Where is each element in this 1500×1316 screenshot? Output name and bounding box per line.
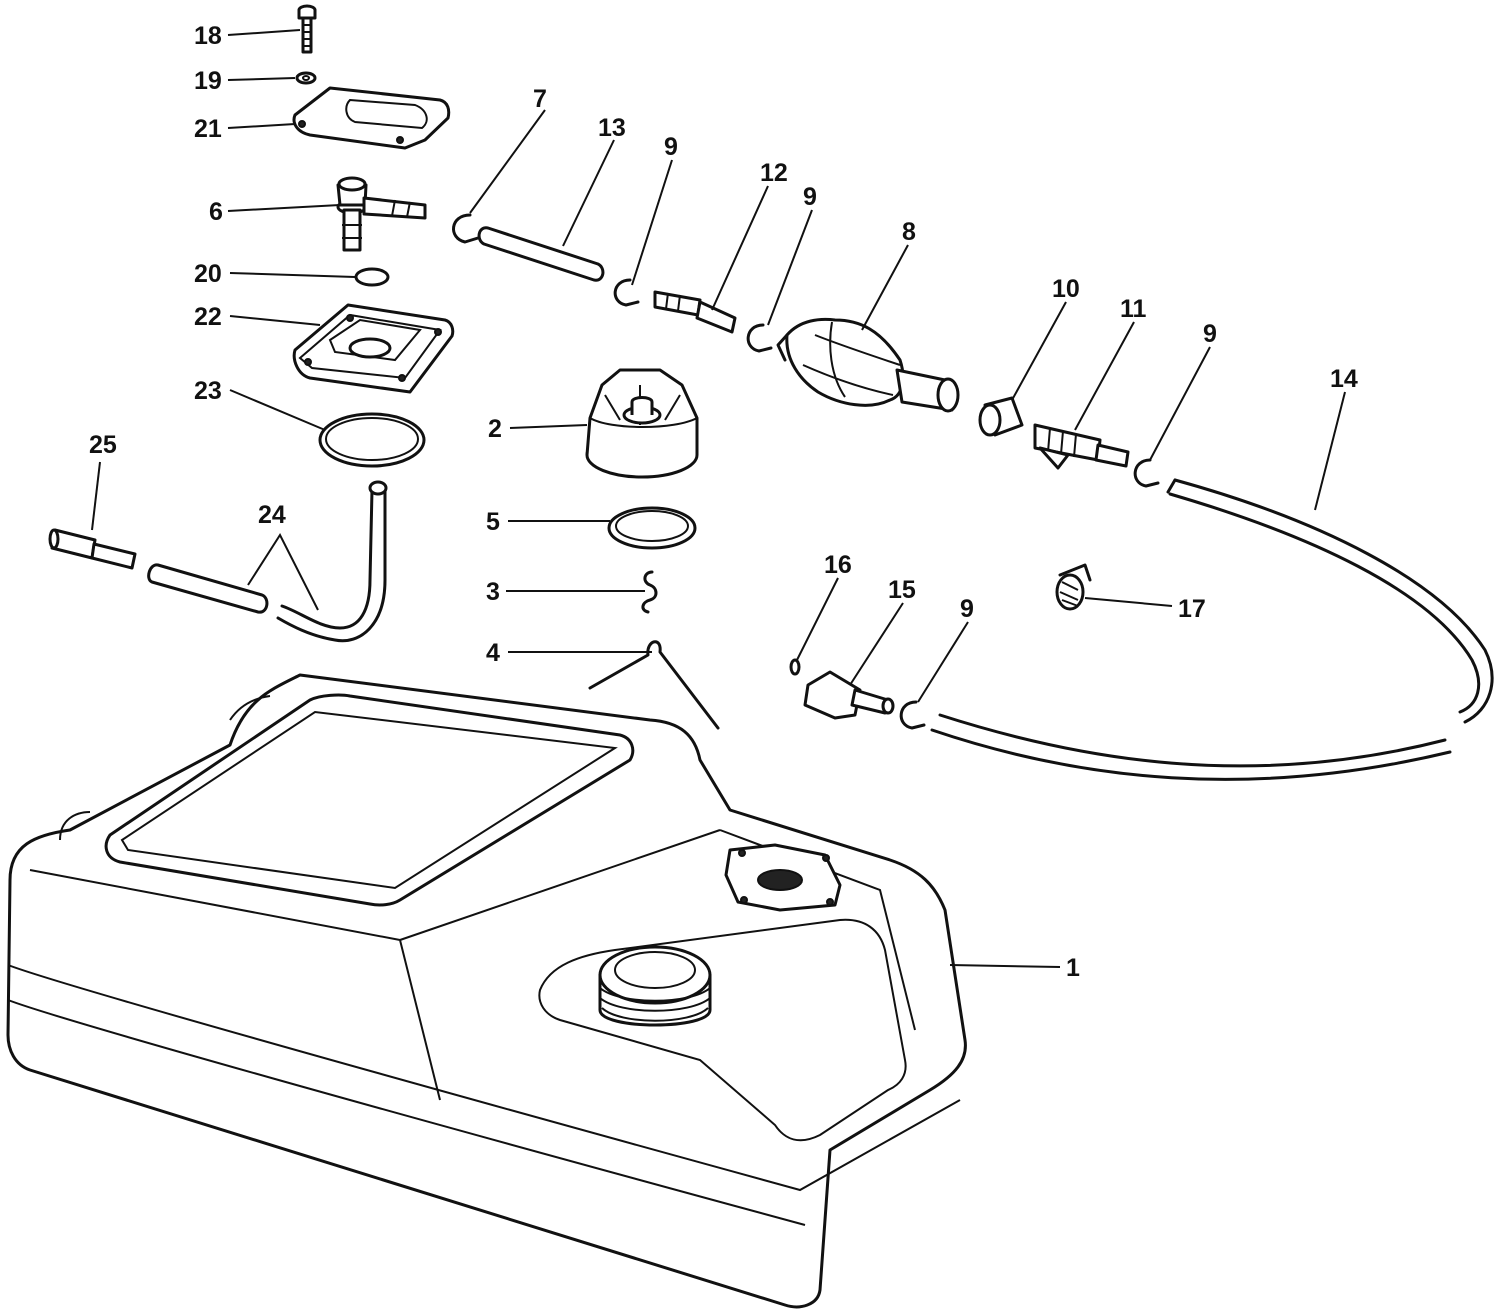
callout-4: 4	[486, 639, 500, 667]
callout-24: 24	[258, 501, 286, 529]
callout-8: 8	[902, 218, 916, 246]
leader-lines	[91, 29, 1346, 968]
pickup-tube	[147, 480, 388, 643]
cap-gasket	[607, 506, 697, 550]
hose-clip-9b	[746, 323, 773, 353]
callout-1: 1	[1066, 954, 1080, 982]
callout-3: 3	[486, 578, 500, 606]
callout-9c: 9	[1203, 320, 1217, 348]
callout-7: 7	[533, 85, 547, 113]
washer	[295, 71, 317, 85]
fuel-hose-long	[1173, 478, 1494, 724]
callout-10: 10	[1052, 275, 1080, 303]
retainer-wire	[588, 640, 720, 730]
screw	[297, 4, 317, 54]
large-o-ring	[318, 412, 426, 468]
callout-13: 13	[598, 114, 626, 142]
callout-16: 16	[824, 551, 852, 579]
callout-20: 20	[194, 260, 222, 288]
callout-15: 15	[888, 576, 916, 604]
callout-14: 14	[1330, 365, 1358, 393]
hose-clip-9a	[613, 278, 640, 307]
primer-bulb	[776, 317, 960, 413]
fuel-connector	[1033, 423, 1130, 470]
callout-25: 25	[89, 431, 117, 459]
callout-9b: 9	[803, 183, 817, 211]
callout-17: 17	[1178, 595, 1206, 623]
hose-clip-9d	[899, 700, 926, 730]
callout-2: 2	[488, 415, 502, 443]
callout-9a: 9	[664, 133, 678, 161]
elbow-fitting	[336, 176, 427, 252]
small-o-ring	[789, 658, 801, 676]
callout-21: 21	[194, 115, 222, 143]
pickup-mounting-plate	[292, 303, 455, 394]
hose-clip-9c	[1133, 458, 1160, 488]
o-ring	[354, 267, 390, 287]
callout-18: 18	[194, 22, 222, 50]
hose-fitting	[653, 290, 737, 334]
connector-collar	[978, 396, 1024, 437]
filler-cap	[585, 368, 699, 479]
fuel-tank	[6, 673, 967, 1309]
callout-5: 5	[486, 508, 500, 536]
s-hook	[641, 570, 658, 614]
fuel-hose-short	[477, 226, 605, 282]
clamp-plate	[292, 86, 451, 150]
tube-end	[48, 528, 137, 570]
callout-22: 22	[194, 303, 222, 331]
quick-connector	[803, 670, 895, 720]
callout-23: 23	[194, 377, 222, 405]
callout-12: 12	[760, 159, 788, 187]
callout-9d: 9	[960, 595, 974, 623]
callout-19: 19	[194, 67, 222, 95]
callout-numbers: 18 19 21 6 20 22 23 25 24 2 5 3 4 7 13 9…	[89, 22, 1358, 982]
hose-clip-7	[452, 213, 480, 244]
hose-clamp	[1055, 563, 1092, 611]
callout-6: 6	[209, 198, 223, 226]
callout-11: 11	[1120, 295, 1147, 323]
